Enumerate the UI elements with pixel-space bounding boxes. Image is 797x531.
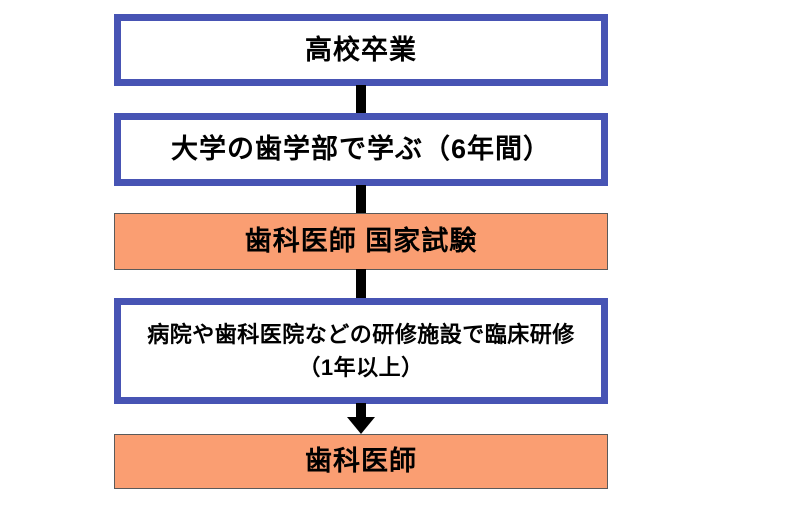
arrow-down-icon bbox=[347, 417, 375, 434]
step-label: 歯科医師 国家試験 bbox=[244, 226, 478, 257]
step-label: 病院や歯科医院などの研修施設で臨床研修 bbox=[147, 322, 575, 347]
step-label: 高校卒業 bbox=[305, 34, 417, 65]
step-box-dentist: 歯科医師 bbox=[114, 434, 608, 489]
step-label: 大学の歯学部で学ぶ（6年間） bbox=[170, 134, 551, 165]
connector-bar-2 bbox=[356, 185, 366, 214]
step-box-national-exam: 歯科医師 国家試験 bbox=[114, 213, 608, 270]
connector-arrow-stem bbox=[356, 403, 366, 418]
connector-bar-3 bbox=[356, 269, 366, 299]
step-sublabel: （1年以上） bbox=[298, 355, 424, 380]
step-box-high-school-graduation: 高校卒業 bbox=[114, 14, 608, 86]
step-label: 歯科医師 bbox=[305, 446, 417, 477]
step-box-clinical-training: 病院や歯科医院などの研修施設で臨床研修 （1年以上） bbox=[114, 298, 608, 404]
step-box-university-dental-school: 大学の歯学部で学ぶ（6年間） bbox=[114, 113, 608, 186]
connector-bar-1 bbox=[356, 85, 366, 114]
